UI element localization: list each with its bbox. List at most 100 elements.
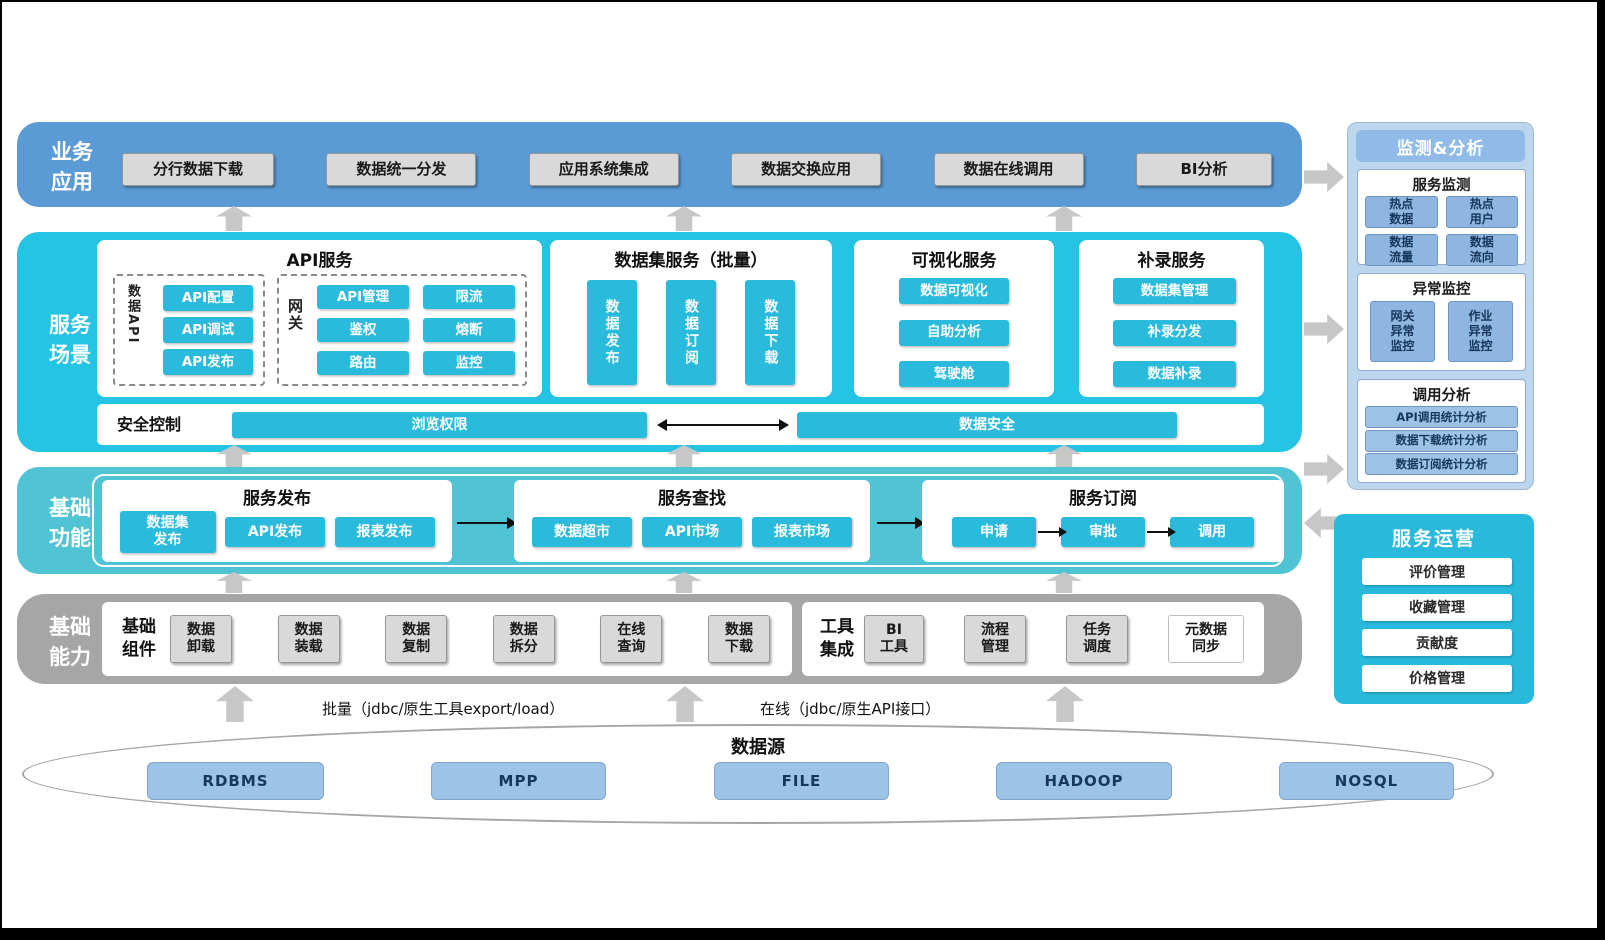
datasource-title: 数据源 xyxy=(731,737,785,758)
security-control-bar: 安全控制 浏览权限 数据安全 xyxy=(97,404,1264,445)
subscribe-step: 调用 xyxy=(1170,517,1254,547)
basic-components-box: 基础 组件 数据 卸载 数据 装载 数据 复制 数据 拆分 在线 查询 数据 下… xyxy=(102,602,792,676)
business-app-item: 数据交换应用 xyxy=(731,153,882,186)
security-control-label: 安全控制 xyxy=(117,415,182,434)
gateway-item: 监控 xyxy=(423,351,515,375)
security-item-data: 数据安全 xyxy=(797,412,1177,438)
supplement-service-item: 补录分发 xyxy=(1113,319,1236,346)
business-apps-band: 业务 应用 分行数据下载 数据统一分发 应用系统集成 数据交换应用 数据在线调用… xyxy=(17,122,1302,207)
search-item: 报表市场 xyxy=(752,517,852,547)
data-api-item: API调试 xyxy=(163,317,253,343)
step-arrow xyxy=(1037,527,1067,537)
call-analysis-item: 数据订阅统计分析 xyxy=(1365,453,1518,475)
exception-monitor-item: 作业 异常 监控 xyxy=(1448,301,1513,362)
datasource-item: HADOOP xyxy=(996,762,1172,800)
data-api-item: API发布 xyxy=(163,349,253,375)
tool-integration-title: 工具 集成 xyxy=(820,617,854,660)
exception-monitor-item: 网关 异常 监控 xyxy=(1370,301,1435,362)
right-arrow xyxy=(1304,162,1344,192)
up-arrow xyxy=(216,572,252,593)
datasource-item: FILE xyxy=(714,762,889,800)
flow-arrow xyxy=(457,517,517,529)
operation-item: 评价管理 xyxy=(1362,558,1512,585)
tool-item: 任务 调度 xyxy=(1066,615,1128,663)
business-app-item: 应用系统集成 xyxy=(528,153,679,186)
up-arrow xyxy=(1046,206,1082,231)
data-api-item: API配置 xyxy=(163,285,253,311)
monitor-analysis-title: 监测&分析 xyxy=(1356,130,1525,162)
service-monitor-item: 数据 流量 xyxy=(1365,234,1438,266)
gateway-item: API管理 xyxy=(317,285,409,309)
up-arrow xyxy=(666,206,702,231)
service-monitor-box: 服务监测 热点 数据 热点 用户 数据 流量 数据 流向 xyxy=(1357,169,1526,266)
operation-item: 收藏管理 xyxy=(1362,593,1512,621)
component-item: 数据 复制 xyxy=(385,615,448,663)
service-operation-title: 服务运营 xyxy=(1391,528,1476,550)
search-item: API市场 xyxy=(642,517,742,547)
up-arrow xyxy=(1046,572,1082,593)
datasource-cylinder: 数据源 RDBMS MPP FILE HADOOP NOSQL xyxy=(22,724,1494,824)
business-app-item: 数据统一分发 xyxy=(326,153,477,186)
operation-item: 价格管理 xyxy=(1362,664,1512,692)
datasource-item: MPP xyxy=(431,762,606,800)
service-publish-box: 服务发布 数据集 发布 API发布 报表发布 xyxy=(102,480,452,562)
service-monitor-title: 服务监测 xyxy=(1412,178,1471,194)
service-publish-title: 服务发布 xyxy=(243,489,311,509)
up-arrow xyxy=(216,206,252,231)
dataset-service-box: 数据集服务（批量） 数据发布 数据订阅 数据下载 xyxy=(550,240,832,397)
supplement-service-title: 补录服务 xyxy=(1137,251,1206,271)
basic-capability-band: 基础 能力 基础 组件 数据 卸载 数据 装载 数据 复制 数据 拆分 在线 查… xyxy=(17,594,1302,684)
up-arrow xyxy=(216,686,254,722)
gateway-item: 限流 xyxy=(423,285,515,309)
monitor-analysis-panel: 监测&分析 服务监测 热点 数据 热点 用户 数据 流量 数据 流向 异常监控 … xyxy=(1347,122,1534,490)
right-arrow xyxy=(1304,454,1344,484)
api-service-title: API服务 xyxy=(286,251,353,271)
step-arrow xyxy=(1146,527,1176,537)
supplement-service-box: 补录服务 数据集管理 补录分发 数据补录 xyxy=(1079,240,1264,397)
call-analysis-title: 调用分析 xyxy=(1412,388,1471,404)
tool-item: BI 工具 xyxy=(864,615,924,663)
publish-item: 报表发布 xyxy=(334,517,435,547)
tool-item: 流程 管理 xyxy=(964,615,1026,663)
call-analysis-item: API调用统计分析 xyxy=(1365,406,1518,428)
publish-item: 数据集 发布 xyxy=(119,511,216,553)
component-item: 在线 查询 xyxy=(600,615,663,663)
service-search-box: 服务查找 数据超市 API市场 报表市场 xyxy=(514,480,870,562)
tool-integration-box: 工具 集成 BI 工具 流程 管理 任务 调度 元数据 同步 xyxy=(802,602,1264,676)
service-search-title: 服务查找 xyxy=(658,489,726,509)
operation-item: 贡献度 xyxy=(1362,629,1512,657)
call-analysis-box: 调用分析 API调用统计分析 数据下载统计分析 数据订阅统计分析 xyxy=(1357,379,1526,483)
supplement-service-item: 数据集管理 xyxy=(1113,278,1236,304)
flow-arrow xyxy=(877,517,925,529)
component-item: 数据 卸载 xyxy=(170,615,232,663)
component-item: 数据 下载 xyxy=(707,615,770,663)
service-monitor-item: 数据 流向 xyxy=(1445,234,1518,266)
online-connector-label: 在线（jdbc/原生API接口） xyxy=(760,700,941,718)
dataset-service-title: 数据集服务（批量） xyxy=(614,251,768,271)
business-app-item: 数据在线调用 xyxy=(933,153,1084,186)
right-arrow xyxy=(1304,314,1344,344)
visual-service-item: 数据可视化 xyxy=(899,278,1009,304)
subscribe-step: 审批 xyxy=(1061,517,1145,547)
gateway-group: 网关 API管理 限流 鉴权 熔断 路由 监控 xyxy=(277,274,527,386)
capability-band-label: 基础 能力 xyxy=(49,615,91,670)
gateway-item: 鉴权 xyxy=(317,318,409,342)
visual-service-item: 自助分析 xyxy=(899,319,1009,346)
api-service-box: API服务 数据API API配置 API调试 API发布 网关 API管理 限… xyxy=(97,240,542,397)
call-analysis-item: 数据下载统计分析 xyxy=(1365,429,1518,452)
component-item: 数据 装载 xyxy=(277,615,340,663)
up-arrow xyxy=(666,686,704,722)
gateway-label: 网关 xyxy=(286,298,304,332)
search-item: 数据超市 xyxy=(532,517,632,547)
datasource-item: RDBMS xyxy=(147,762,324,800)
basic-components-title: 基础 组件 xyxy=(122,617,156,660)
scenario-band-label: 服务 场景 xyxy=(49,313,91,368)
component-item: 数据 拆分 xyxy=(492,615,555,663)
dataset-service-item: 数据下载 xyxy=(745,280,796,385)
up-arrow xyxy=(666,572,702,593)
business-band-label: 业务 应用 xyxy=(51,140,93,195)
functions-band-label: 基础 功能 xyxy=(49,496,91,551)
business-apps-row: 分行数据下载 数据统一分发 应用系统集成 数据交换应用 数据在线调用 BI分析 xyxy=(122,132,1272,207)
visual-service-item: 驾驶舱 xyxy=(899,361,1009,387)
